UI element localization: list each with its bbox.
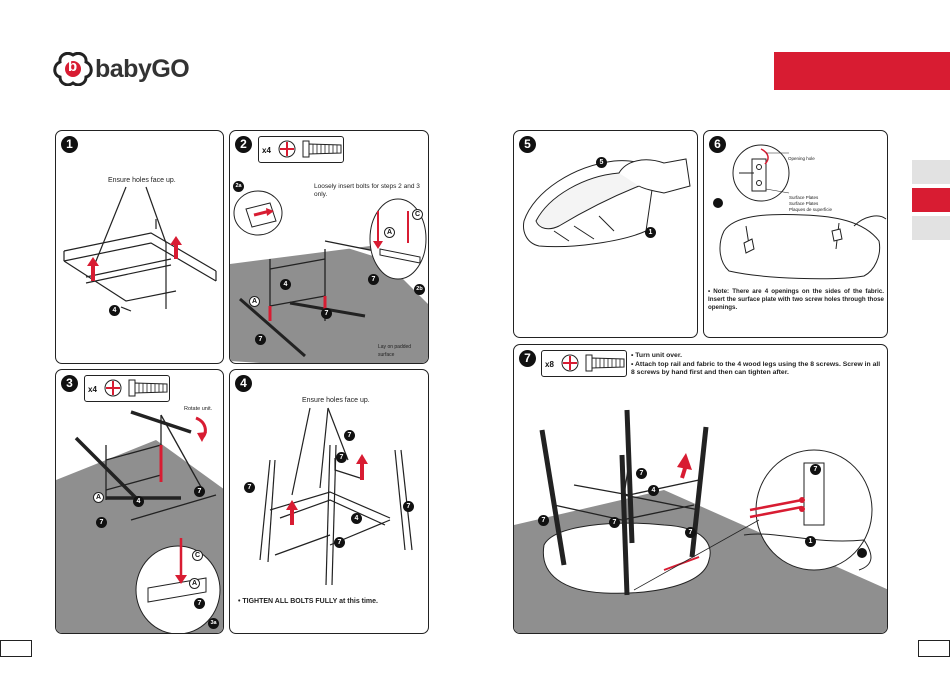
part-callout: A <box>384 227 395 238</box>
step-6-panel: 6 Opening hole Surface Plates Surface Pl… <box>703 130 888 338</box>
part-callout: A <box>189 578 200 589</box>
side-tab-3 <box>912 216 950 240</box>
hardware-box: x4 <box>84 375 170 402</box>
step-number: 4 <box>235 375 252 392</box>
plate-label: Opening hole <box>788 156 815 161</box>
screw-icon <box>278 140 342 158</box>
screw-icon <box>561 354 625 372</box>
sub-step-b: 2b <box>414 284 425 295</box>
hardware-qty: x4 <box>262 146 271 155</box>
page-number-left <box>0 640 32 657</box>
step-note: Ensure holes face up. <box>108 177 176 184</box>
plate-label: Surface Plates <box>789 201 819 206</box>
step-note: • Note: There are 4 openings on the side… <box>708 288 884 311</box>
part-callout: 5 <box>596 157 607 168</box>
hardware-qty: x8 <box>545 360 554 369</box>
part-callout: 7 <box>344 430 355 441</box>
rotate-label: Rotate unit. <box>184 406 213 412</box>
part-callout: 7 <box>96 517 107 528</box>
hardware-qty: x4 <box>88 385 97 394</box>
part-callout: 7 <box>538 515 549 526</box>
part-callout: 4 <box>109 305 120 316</box>
step-number: 3 <box>61 375 78 392</box>
bullet: • <box>631 352 636 359</box>
side-tab-2 <box>912 188 950 212</box>
assembly-illustration <box>56 410 223 633</box>
step-number: 6 <box>709 136 726 153</box>
part-callout: 7 <box>194 486 205 497</box>
logo-letter: b <box>68 58 78 75</box>
instruction-2: • Attach top rail and fabric to the 4 wo… <box>631 361 883 377</box>
part-callout: 7 <box>336 452 347 463</box>
part-callout: 7 <box>255 334 266 345</box>
part-callout: 4 <box>133 496 144 507</box>
page-number-right <box>918 640 950 657</box>
part-callout: 7 <box>194 598 205 609</box>
part-callout: 7 <box>810 464 821 475</box>
floor-label: Lay on padded surface <box>378 344 412 358</box>
part-callout: 1 <box>645 227 656 238</box>
step-number: 7 <box>519 350 536 367</box>
part-callout: 4 <box>351 513 362 524</box>
part-callout: 7 <box>368 274 379 285</box>
assembly-illustration <box>514 409 887 633</box>
brand-name: babyGO <box>95 55 190 83</box>
brand-logo: b babyGO <box>53 52 203 88</box>
surface-plate-illustration <box>713 144 887 280</box>
instruction-text: Turn unit over. <box>635 352 682 359</box>
instruction-text: Attach top rail and fabric to the 4 wood… <box>631 361 881 376</box>
part-callout: A <box>249 296 260 307</box>
part-callout: 7 <box>609 517 620 528</box>
part-callout: 7 <box>321 308 332 319</box>
part-callout: A <box>93 492 104 503</box>
step-number: 2 <box>235 136 252 153</box>
part-callout: 4 <box>280 279 291 290</box>
part-callout: 7 <box>636 468 647 479</box>
step-footer: • TIGHTEN ALL BOLTS FULLY at this time. <box>238 598 378 605</box>
step-4-panel: 4 Ensure holes face up. 7 7 7 7 4 7 • TI… <box>229 369 429 634</box>
part-callout: 7 <box>244 482 255 493</box>
header-red-bar <box>774 52 950 90</box>
hardware-box: x4 <box>258 136 344 163</box>
logo-flower-icon <box>53 52 93 86</box>
sub-step: 3a <box>208 618 219 629</box>
step-3-panel: 3 x4 Rotate unit. A 4 7 7 C A 7 <box>55 369 224 634</box>
hardware-box: x8 <box>541 350 627 377</box>
sub-step-a: 2a <box>233 181 244 192</box>
side-tab-1 <box>912 160 950 184</box>
step-note: Loosely insert bolts for steps 2 and 3 o… <box>314 183 420 198</box>
step-note: Ensure holes face up. <box>302 397 370 404</box>
part-callout: 7 <box>685 527 696 538</box>
step-1-panel: 1 Ensure holes face up. 4 <box>55 130 224 364</box>
step-7-panel: 7 x8 • Turn unit over. • Attach top rail… <box>513 344 888 634</box>
bullet: • <box>631 361 636 368</box>
fabric-illustration <box>523 158 691 248</box>
step-number: 1 <box>61 136 78 153</box>
plate-label: Surface Plates <box>789 195 819 200</box>
step-number: 5 <box>519 136 536 153</box>
part-callout: 7 <box>334 537 345 548</box>
screw-icon <box>104 379 168 397</box>
part-callout: C <box>412 209 423 220</box>
step-5-panel: 5 5 1 <box>513 130 698 338</box>
part-callout: 7 <box>403 501 414 512</box>
part-callout: 4 <box>648 485 659 496</box>
plate-label: Plaques de superficie <box>789 207 833 212</box>
frame-illustration <box>63 186 217 312</box>
step-2-panel: 2 x4 Loosely insert bolts for steps 2 an… <box>229 130 429 364</box>
frame-illustration <box>259 407 413 586</box>
part-callout: 1 <box>805 536 816 547</box>
instruction-1: • Turn unit over. <box>631 352 883 360</box>
assembly-illustration <box>230 190 428 363</box>
part-callout: C <box>192 550 203 561</box>
